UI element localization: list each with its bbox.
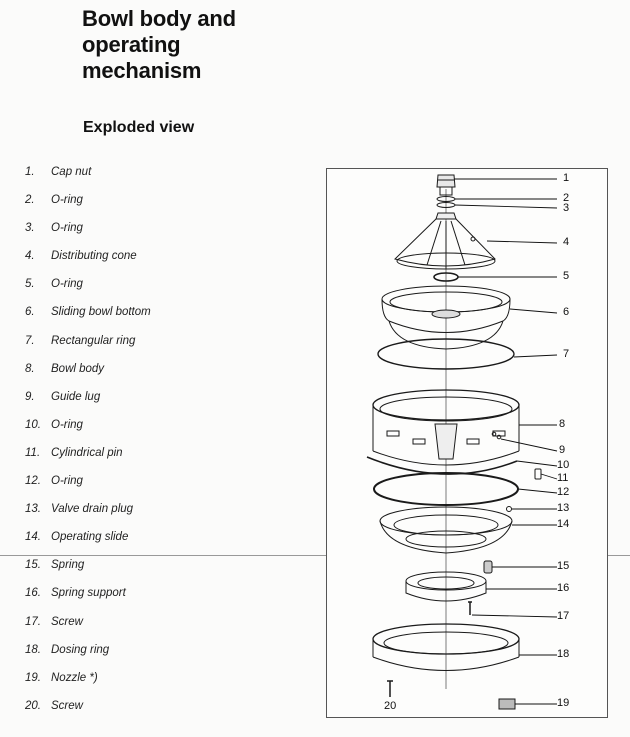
distributing-cone-part xyxy=(394,212,496,270)
callout-15: 15 xyxy=(557,560,570,572)
part-number: 8. xyxy=(25,362,35,375)
cylindrical-pin-part xyxy=(534,468,542,480)
scan-line-divider xyxy=(0,555,630,556)
section-subtitle: Exploded view xyxy=(83,119,195,136)
callout-13: 13 xyxy=(557,502,570,514)
part-name: O-ring xyxy=(51,194,83,207)
callout-2: 2 xyxy=(563,192,570,204)
part-number: 19. xyxy=(25,671,41,684)
part-number: 16. xyxy=(25,587,41,600)
screw-20-part xyxy=(387,680,393,697)
part-number: 11. xyxy=(25,446,41,459)
part-name: O-ring xyxy=(51,222,83,235)
part-number: 7. xyxy=(25,334,35,347)
spring-support-part xyxy=(405,571,487,602)
part-name: Screw xyxy=(51,615,83,628)
part-number: 20. xyxy=(25,699,41,712)
callout-19: 19 xyxy=(557,697,570,709)
part-name: Nozzle *) xyxy=(51,671,98,684)
part-number: 6. xyxy=(25,306,35,319)
part-name: Spring xyxy=(51,559,85,572)
part-number: 18. xyxy=(25,643,41,656)
o-ring-10-part xyxy=(366,456,518,475)
callout-16: 16 xyxy=(557,582,570,594)
callout-8: 8 xyxy=(559,418,566,430)
spring-part xyxy=(483,560,493,574)
part-name: Sliding bowl bottom xyxy=(51,306,151,319)
part-name: Operating slide xyxy=(51,531,129,544)
part-name: Dosing ring xyxy=(51,643,110,656)
callout-1: 1 xyxy=(563,172,570,184)
sliding-bowl-bottom-part xyxy=(381,285,511,350)
part-name: Rectangular ring xyxy=(51,334,136,347)
title-line: mechanism xyxy=(82,58,202,83)
part-number: 13. xyxy=(25,503,41,516)
valve-drain-plug-part xyxy=(506,506,512,512)
part-number: 15. xyxy=(25,559,41,572)
cap-nut-part xyxy=(436,174,456,196)
part-name: Bowl body xyxy=(51,362,105,375)
exploded-view-drawing xyxy=(366,174,558,710)
part-number: 14. xyxy=(25,531,41,544)
part-name: Spring support xyxy=(51,587,126,600)
part-name: Distributing cone xyxy=(51,250,137,263)
part-name: Cap nut xyxy=(51,166,92,178)
part-number: 9. xyxy=(25,390,35,403)
part-name: O-ring xyxy=(51,418,83,431)
part-number: 10. xyxy=(25,418,41,431)
rectangular-ring-part xyxy=(377,338,515,370)
part-number: 5. xyxy=(25,278,35,291)
part-number: 12. xyxy=(25,475,41,488)
callout-20: 20 xyxy=(384,700,397,712)
callout-18: 18 xyxy=(557,648,570,660)
callout-4: 4 xyxy=(563,236,570,248)
dosing-ring-part xyxy=(372,623,520,671)
callout-7: 7 xyxy=(563,348,570,360)
callout-14: 14 xyxy=(557,518,570,530)
title-line: operating xyxy=(82,32,181,57)
callout-12: 12 xyxy=(557,486,570,498)
callout-5: 5 xyxy=(563,270,570,282)
callout-6: 6 xyxy=(563,306,570,318)
leader-lines xyxy=(454,178,558,705)
callout-10: 10 xyxy=(557,459,570,471)
part-name: Guide lug xyxy=(51,390,101,403)
part-number: 17. xyxy=(25,615,41,628)
bowl-body-part xyxy=(372,389,520,466)
nozzle-part xyxy=(498,698,516,710)
page-title: Bowl body and operating mechanism xyxy=(82,6,236,84)
callout-9: 9 xyxy=(559,444,566,456)
callout-3: 3 xyxy=(563,202,570,214)
part-name: Cylindrical pin xyxy=(51,446,123,459)
part-number: 3. xyxy=(25,222,35,235)
part-name: O-ring xyxy=(51,278,83,291)
screw-17-part xyxy=(468,601,472,615)
part-name: Screw xyxy=(51,699,83,712)
title-line: Bowl body and xyxy=(82,6,236,31)
part-name: Valve drain plug xyxy=(51,503,134,516)
callout-17: 17 xyxy=(557,610,570,622)
part-name: O-ring xyxy=(51,475,83,488)
part-number: 4. xyxy=(25,250,35,263)
callout-11: 11 xyxy=(557,472,569,484)
part-number: 2. xyxy=(25,194,35,207)
exploded-view-diagram: 1 2 3 4 5 6 7 8 9 10 11 12 13 14 15 16 1… xyxy=(326,168,608,718)
part-number: 1. xyxy=(25,166,35,178)
operating-slide-part xyxy=(379,506,513,554)
